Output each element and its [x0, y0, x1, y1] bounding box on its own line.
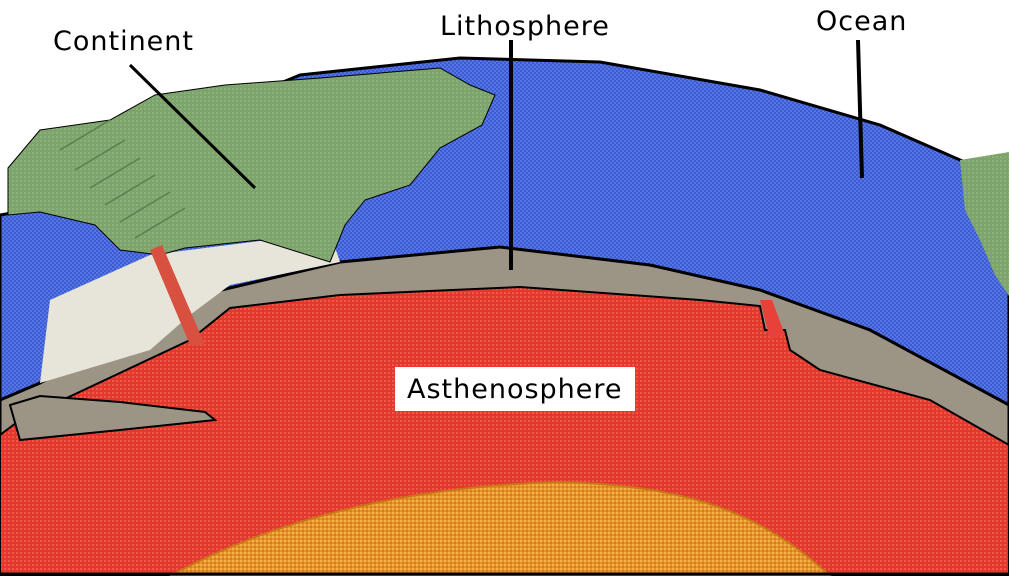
- asthenosphere-label: Asthenosphere: [407, 374, 623, 405]
- ocean-label: Ocean: [816, 6, 907, 37]
- continent-label: Continent: [53, 26, 194, 57]
- lithosphere-label: Lithosphere: [440, 11, 610, 42]
